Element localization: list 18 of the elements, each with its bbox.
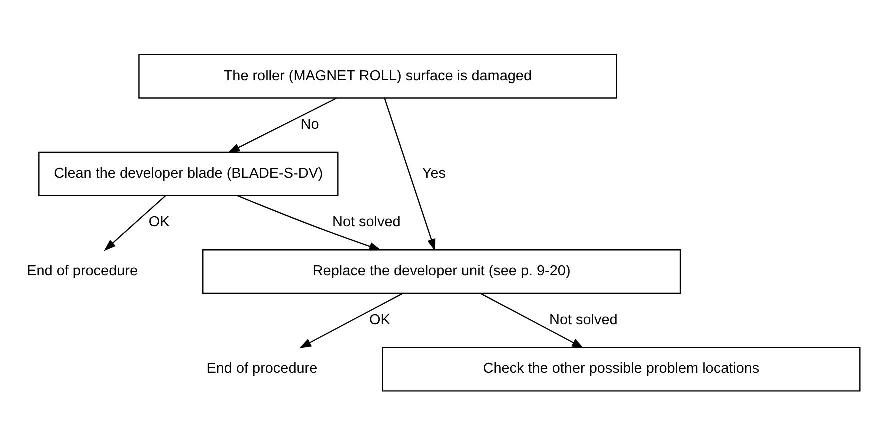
node-box: Check the other possible problem locations: [382, 347, 861, 392]
node-box: Clean the developer blade (BLADE-S-DV): [38, 152, 339, 196]
edge-label: OK: [369, 312, 390, 328]
node-box: Replace the developer unit (see p. 9-20): [202, 250, 682, 294]
edge-label: Not solved: [332, 214, 401, 231]
arrow: [384, 98, 436, 252]
arrow: [104, 196, 166, 252]
node-box: The roller (MAGNET ROLL) surface is damaged: [138, 54, 618, 99]
node-text: End of procedure: [206, 361, 318, 378]
node-text: End of procedure: [27, 264, 138, 280]
arrow: [237, 195, 382, 251]
edge-label: No: [300, 117, 320, 134]
edge-label: Yes: [422, 166, 446, 182]
arrow: [228, 98, 338, 154]
edge-label: OK: [148, 214, 170, 231]
arrow: [299, 293, 404, 348]
arrow: [480, 293, 584, 348]
edge-label: Not solved: [550, 312, 618, 328]
